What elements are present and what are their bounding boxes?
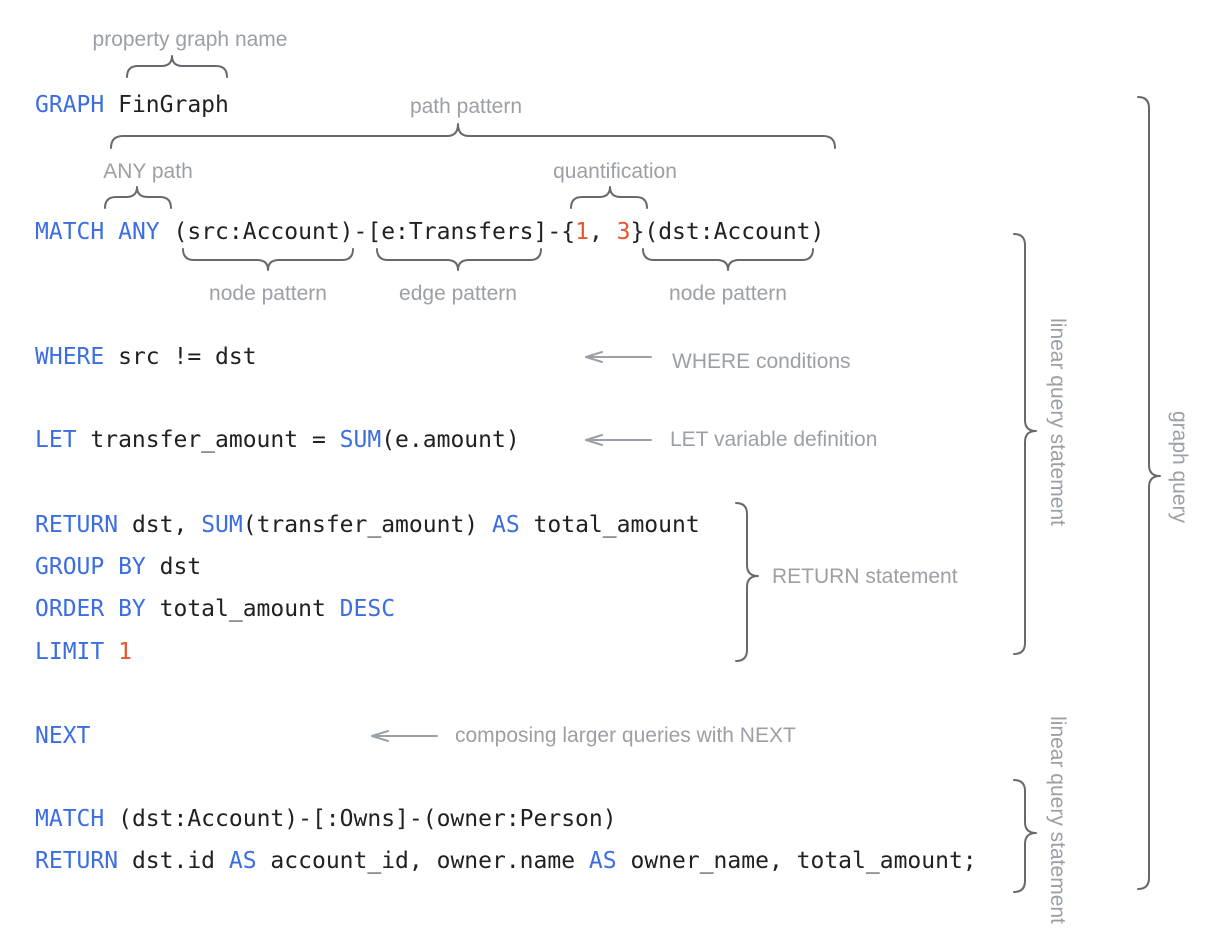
code-line-where: WHERE src != dst — [35, 344, 257, 370]
code-line-limit: LIMIT 1 — [35, 639, 132, 665]
linear-query-statement-2-brace — [1013, 779, 1037, 893]
label-linear-query-statement-1: linear query statement — [1046, 318, 1069, 526]
property-graph-name-brace — [126, 55, 228, 78]
edge-pattern-brace — [376, 248, 542, 271]
label-next-note: composing larger queries with NEXT — [455, 724, 796, 747]
path-pattern-brace — [110, 123, 836, 149]
linear-query-statement-1-brace — [1013, 233, 1037, 655]
label-quantification: quantification — [553, 160, 677, 183]
quantification-brace — [570, 186, 648, 209]
label-property-graph-name: property graph name — [92, 28, 288, 51]
code-line-order-by: ORDER BY total_amount DESC — [35, 596, 396, 622]
label-return-statement: RETURN statement — [772, 565, 958, 588]
label-any-path: ANY path — [103, 160, 193, 183]
label-linear-query-statement-2: linear query statement — [1046, 716, 1069, 924]
code-line-return: RETURN dst, SUM(transfer_amount) AS tota… — [35, 512, 700, 538]
code-line-group-by: GROUP BY dst — [35, 554, 202, 580]
node-pattern-right-brace — [642, 248, 814, 271]
label-graph-query: graph query — [1168, 410, 1191, 524]
node-pattern-left-brace — [182, 248, 354, 271]
label-edge-pattern: edge pattern — [399, 282, 517, 305]
label-node-pattern-right: node pattern — [669, 282, 787, 305]
code-line-let: LET transfer_amount = SUM(e.amount) — [35, 427, 520, 453]
return-statement-brace — [735, 502, 759, 662]
code-line-return-2: RETURN dst.id AS account_id, owner.name … — [35, 848, 977, 874]
label-let-variable-definition: LET variable definition — [670, 428, 878, 451]
label-where-conditions: WHERE conditions — [672, 350, 851, 373]
any-path-brace — [104, 186, 172, 209]
label-path-pattern: path pattern — [409, 95, 523, 118]
where-conditions-arrow-icon — [585, 351, 652, 363]
label-node-pattern-left: node pattern — [209, 282, 327, 305]
let-variable-arrow-icon — [585, 434, 652, 446]
next-note-arrow-icon — [371, 730, 438, 742]
code-line-match: MATCH ANY (src:Account)-[e:Transfers]-{1… — [35, 219, 825, 245]
code-line-match-2: MATCH (dst:Account)-[:Owns]-(owner:Perso… — [35, 806, 617, 832]
graph-query-brace — [1137, 96, 1161, 890]
code-line-next: NEXT — [35, 723, 91, 749]
code-line-graph: GRAPH FinGraph — [35, 92, 229, 118]
